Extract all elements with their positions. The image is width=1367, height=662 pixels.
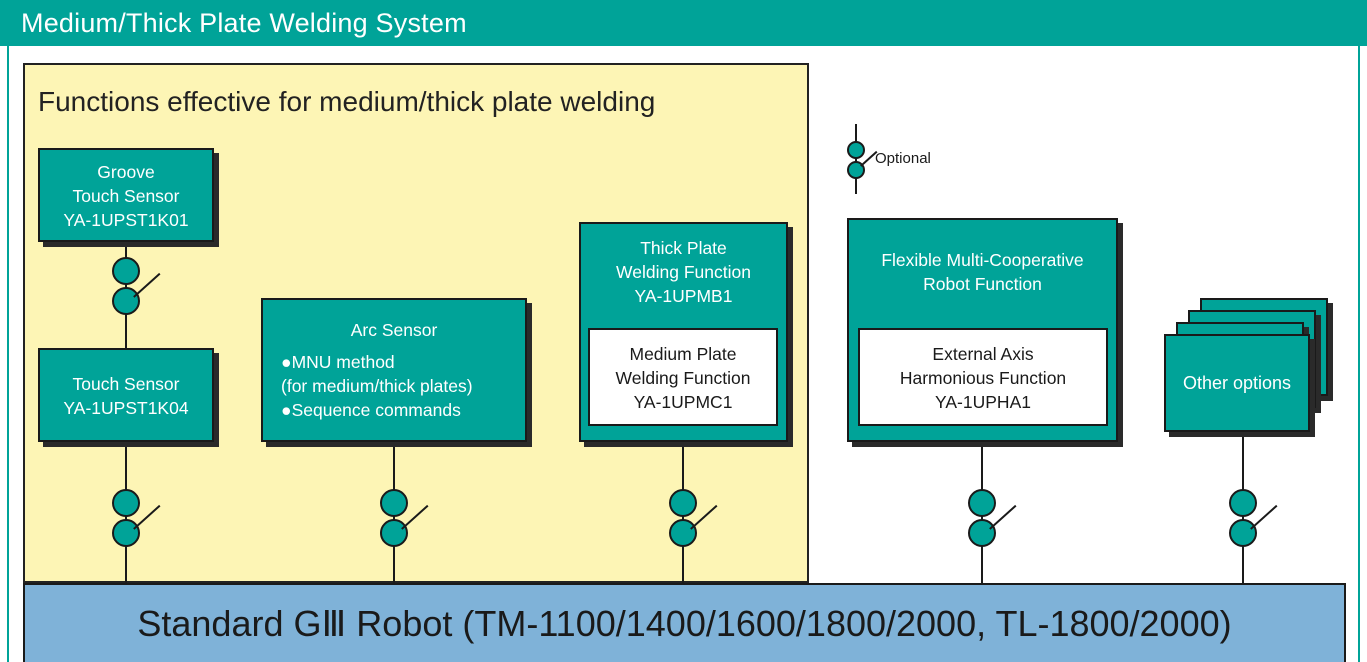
external-axis-harmonious-box: External Axis Harmonious Function YA-1UP… xyxy=(858,328,1108,426)
switch-icon-touch-sensor-contact-arm xyxy=(133,504,161,530)
switch-icon-thick-plate xyxy=(669,489,718,547)
flex-line-2: Robot Function xyxy=(923,274,1042,294)
thick-line-2: Welding Function xyxy=(616,262,751,282)
standard-robot-label: Standard GⅢ Robot (TM-1100/1400/1600/180… xyxy=(137,603,1232,644)
switch-icon-other-options xyxy=(1229,489,1278,547)
legend-optional-label: Optional xyxy=(875,150,931,167)
switch-icon-thick-plate-upper-contact xyxy=(669,489,697,517)
touch-line-2: YA-1UPST1K04 xyxy=(63,398,189,418)
external-line-1: External Axis xyxy=(932,344,1034,364)
switch-icon-touch-sensor xyxy=(112,489,161,547)
switch-icon-groove-touch-upper-contact xyxy=(112,257,140,285)
switch-icon-flexible-contact-arm xyxy=(989,504,1017,530)
page-title: Medium/Thick Plate Welding System xyxy=(21,8,467,38)
switch-icon-touch-sensor-lower-contact xyxy=(112,519,140,547)
legend-switch-icon-contact-arm xyxy=(860,150,878,167)
switch-icon-flexible-upper-contact xyxy=(968,489,996,517)
external-line-2: Harmonious Function xyxy=(899,368,1067,388)
switch-icon-other-options-upper-contact xyxy=(1229,489,1257,517)
switch-icon-touch-sensor-upper-contact xyxy=(112,489,140,517)
switch-icon-arc-sensor-upper-contact xyxy=(380,489,408,517)
switch-icon-groove-touch xyxy=(112,257,161,315)
touch-sensor-box: Touch Sensor YA-1UPST1K04 xyxy=(38,348,214,442)
groove-line-3: YA-1UPST1K01 xyxy=(63,210,189,230)
arc-line-3: (for medium/thick plates) xyxy=(281,376,473,396)
arc-line-4: ●Sequence commands xyxy=(281,400,461,420)
other-options-card: Other options xyxy=(1164,334,1310,432)
switch-icon-arc-sensor-lower-contact xyxy=(380,519,408,547)
medium-plate-welding-box: Medium Plate Welding Function YA-1UPMC1 xyxy=(588,328,778,426)
medium-line-1: Medium Plate xyxy=(629,344,737,364)
legend-switch-icon-upper-contact xyxy=(847,141,865,159)
switch-icon-groove-touch-lower-contact xyxy=(112,287,140,315)
page-header: Medium/Thick Plate Welding System xyxy=(0,0,1367,46)
external-line-3: YA-1UPHA1 xyxy=(935,392,1031,412)
panel-title: Functions effective for medium/thick pla… xyxy=(38,86,656,117)
switch-icon-groove-touch-contact-arm xyxy=(133,272,161,298)
groove-line-1: Groove xyxy=(97,162,155,182)
thick-line-1: Thick Plate xyxy=(640,238,727,258)
touch-line-1: Touch Sensor xyxy=(72,374,180,394)
thick-line-3: YA-1UPMB1 xyxy=(634,286,733,306)
standard-robot-bar: Standard GⅢ Robot (TM-1100/1400/1600/180… xyxy=(23,583,1346,662)
medium-line-2: Welding Function xyxy=(615,368,751,388)
arc-sensor-box: Arc Sensor ●MNU method (for medium/thick… xyxy=(261,298,527,442)
switch-icon-flexible-lower-contact xyxy=(968,519,996,547)
groove-touch-sensor-box: Groove Touch Sensor YA-1UPST1K01 xyxy=(38,148,214,242)
diagram-frame xyxy=(7,46,1360,662)
switch-icon-flexible xyxy=(968,489,1017,547)
switch-icon-arc-sensor xyxy=(380,489,429,547)
legend-switch-icon-lower-contact xyxy=(847,161,865,179)
legend-switch-icon xyxy=(847,141,878,179)
switch-icon-thick-plate-lower-contact xyxy=(669,519,697,547)
other-options-label: Other options xyxy=(1182,373,1292,393)
groove-line-2: Touch Sensor xyxy=(72,186,180,206)
switch-icon-other-options-contact-arm xyxy=(1250,504,1278,530)
switch-icon-arc-sensor-contact-arm xyxy=(401,504,429,530)
arc-title: Arc Sensor xyxy=(350,320,438,340)
medium-line-3: YA-1UPMC1 xyxy=(633,392,733,412)
flex-line-1: Flexible Multi-Cooperative xyxy=(881,250,1084,270)
arc-line-2: ●MNU method xyxy=(281,352,395,372)
switch-icon-thick-plate-contact-arm xyxy=(690,504,718,530)
switch-icon-other-options-lower-contact xyxy=(1229,519,1257,547)
